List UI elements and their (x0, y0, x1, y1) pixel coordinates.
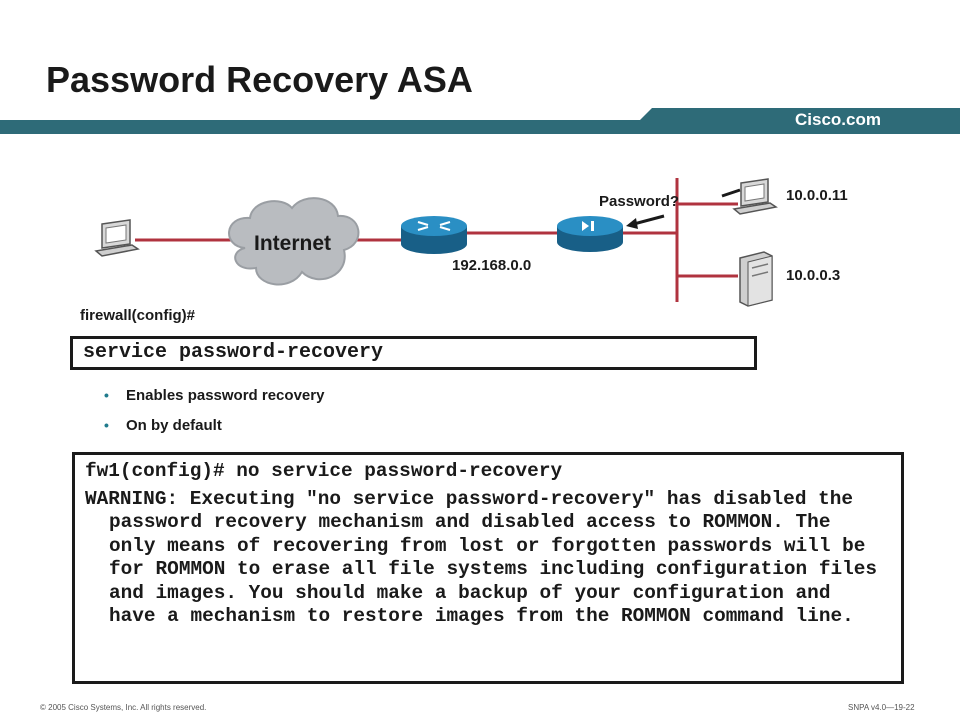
server-icon (739, 251, 773, 307)
host-workstation-icon (732, 178, 778, 215)
brand-bar (0, 108, 960, 134)
internet-cloud-icon (228, 197, 360, 286)
password-label: Password? (599, 193, 680, 210)
cloud-label: Internet (254, 232, 332, 255)
bullet-dot-icon: • (104, 387, 109, 403)
cli-command-line: fw1(config)# no service password-recover… (85, 460, 563, 482)
cli-warning-text: WARNING: Executing "no service password-… (85, 488, 877, 628)
slide-title: Password Recovery ASA (46, 59, 473, 100)
server-ip-label: 10.0.0.3 (786, 267, 841, 284)
network-diagram (94, 178, 778, 307)
brand-logo-text: Cisco.com (795, 110, 881, 129)
bullet-item: •Enables password recovery (104, 387, 325, 404)
config-prompt: firewall(config)# (80, 307, 196, 324)
password-arrow-icon (626, 188, 741, 229)
bullet-dot-icon: • (104, 417, 109, 433)
firewall-icon (557, 216, 623, 252)
footer-copyright: © 2005 Cisco Systems, Inc. All rights re… (40, 703, 207, 712)
bullet-item: •On by default (104, 417, 222, 434)
network-links (135, 178, 738, 302)
router-icon (401, 216, 467, 254)
network-label: 192.168.0.0 (452, 257, 532, 274)
bullet-list: •Enables password recovery •On by defaul… (104, 387, 324, 447)
workstation-icon (94, 219, 140, 257)
config-command-box: service password-recovery (70, 336, 757, 370)
footer-course-code: SNPA v4.0—19-22 (848, 703, 915, 712)
cli-output-box: fw1(config)# no service password-recover… (72, 452, 904, 684)
host-ip-label: 10.0.0.11 (786, 187, 848, 204)
